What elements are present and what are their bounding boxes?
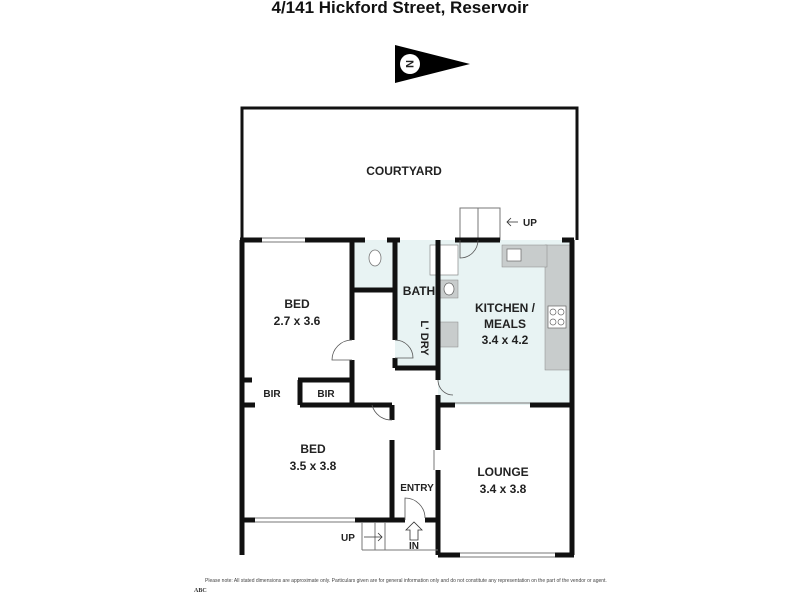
up-marker-back: UP	[523, 218, 537, 229]
room-lounge-name: LOUNGE	[477, 465, 528, 479]
cooktop-icon	[547, 305, 567, 329]
in-marker: IN	[409, 541, 419, 552]
page-title: 4/141 Hickford Street, Reservoir	[271, 0, 529, 17]
room-entry: ENTRY	[400, 483, 434, 494]
room-bir2: BIR	[317, 389, 335, 400]
room-lounge-size: 3.4 x 3.8	[480, 482, 527, 496]
room-kitchen-name: KITCHEN /	[475, 301, 536, 315]
trough-icon	[437, 321, 459, 348]
sink-icon	[506, 248, 522, 262]
north-arrow-icon: N	[395, 45, 470, 83]
toilet-icon	[368, 249, 382, 267]
up-marker-front: UP	[341, 533, 355, 544]
room-courtyard: COURTYARD	[366, 164, 442, 178]
room-bed2-size: 3.5 x 3.8	[290, 459, 337, 473]
compass-letter: N	[403, 60, 415, 68]
entry-arrow-icon	[405, 521, 423, 541]
walls	[239, 237, 575, 558]
room-bed1-name: BED	[284, 297, 310, 311]
laundry-area	[395, 290, 438, 368]
room-bir1: BIR	[263, 389, 281, 400]
room-laundry: L' DRY	[418, 320, 430, 356]
disclaimer: Please note: All stated dimensions are a…	[205, 578, 607, 584]
room-bed1-size: 2.7 x 3.6	[274, 314, 321, 328]
room-bath: BATH	[403, 284, 435, 298]
room-kitchen-size: 3.4 x 4.2	[482, 333, 529, 347]
doors	[331, 239, 479, 520]
room-kitchen-name2: MEALS	[484, 317, 526, 331]
agency-logo: ABC	[194, 588, 207, 594]
room-bed2-name: BED	[300, 442, 326, 456]
shower-icon	[429, 244, 459, 276]
